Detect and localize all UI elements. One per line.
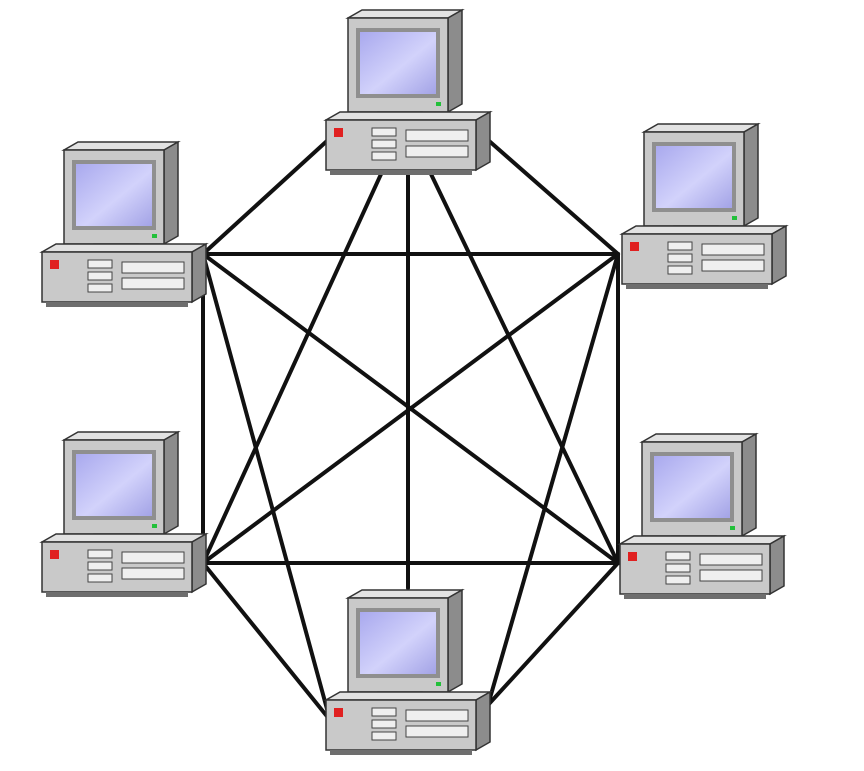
computer-icon-upper-left (41, 141, 207, 308)
computer-icon-lower-left (41, 431, 207, 598)
links-layer (201, 138, 620, 722)
link-lower-right-bottom (486, 561, 620, 707)
link-top-lower-left (201, 170, 384, 565)
link-upper-left-bottom (201, 252, 332, 722)
nodes-layer (41, 9, 787, 756)
computer-icon-upper-right (621, 123, 787, 290)
computer-icon-bottom (325, 589, 491, 756)
link-top-lower-right (428, 170, 620, 565)
computer-icon-lower-right (619, 433, 785, 600)
link-top-upper-left (201, 138, 330, 256)
link-top-upper-right (486, 138, 620, 256)
link-lower-left-bottom (201, 561, 332, 722)
link-upper-right-bottom (486, 252, 620, 707)
link-upper-right-lower-left (201, 252, 620, 565)
computer-icon-top (325, 9, 491, 176)
